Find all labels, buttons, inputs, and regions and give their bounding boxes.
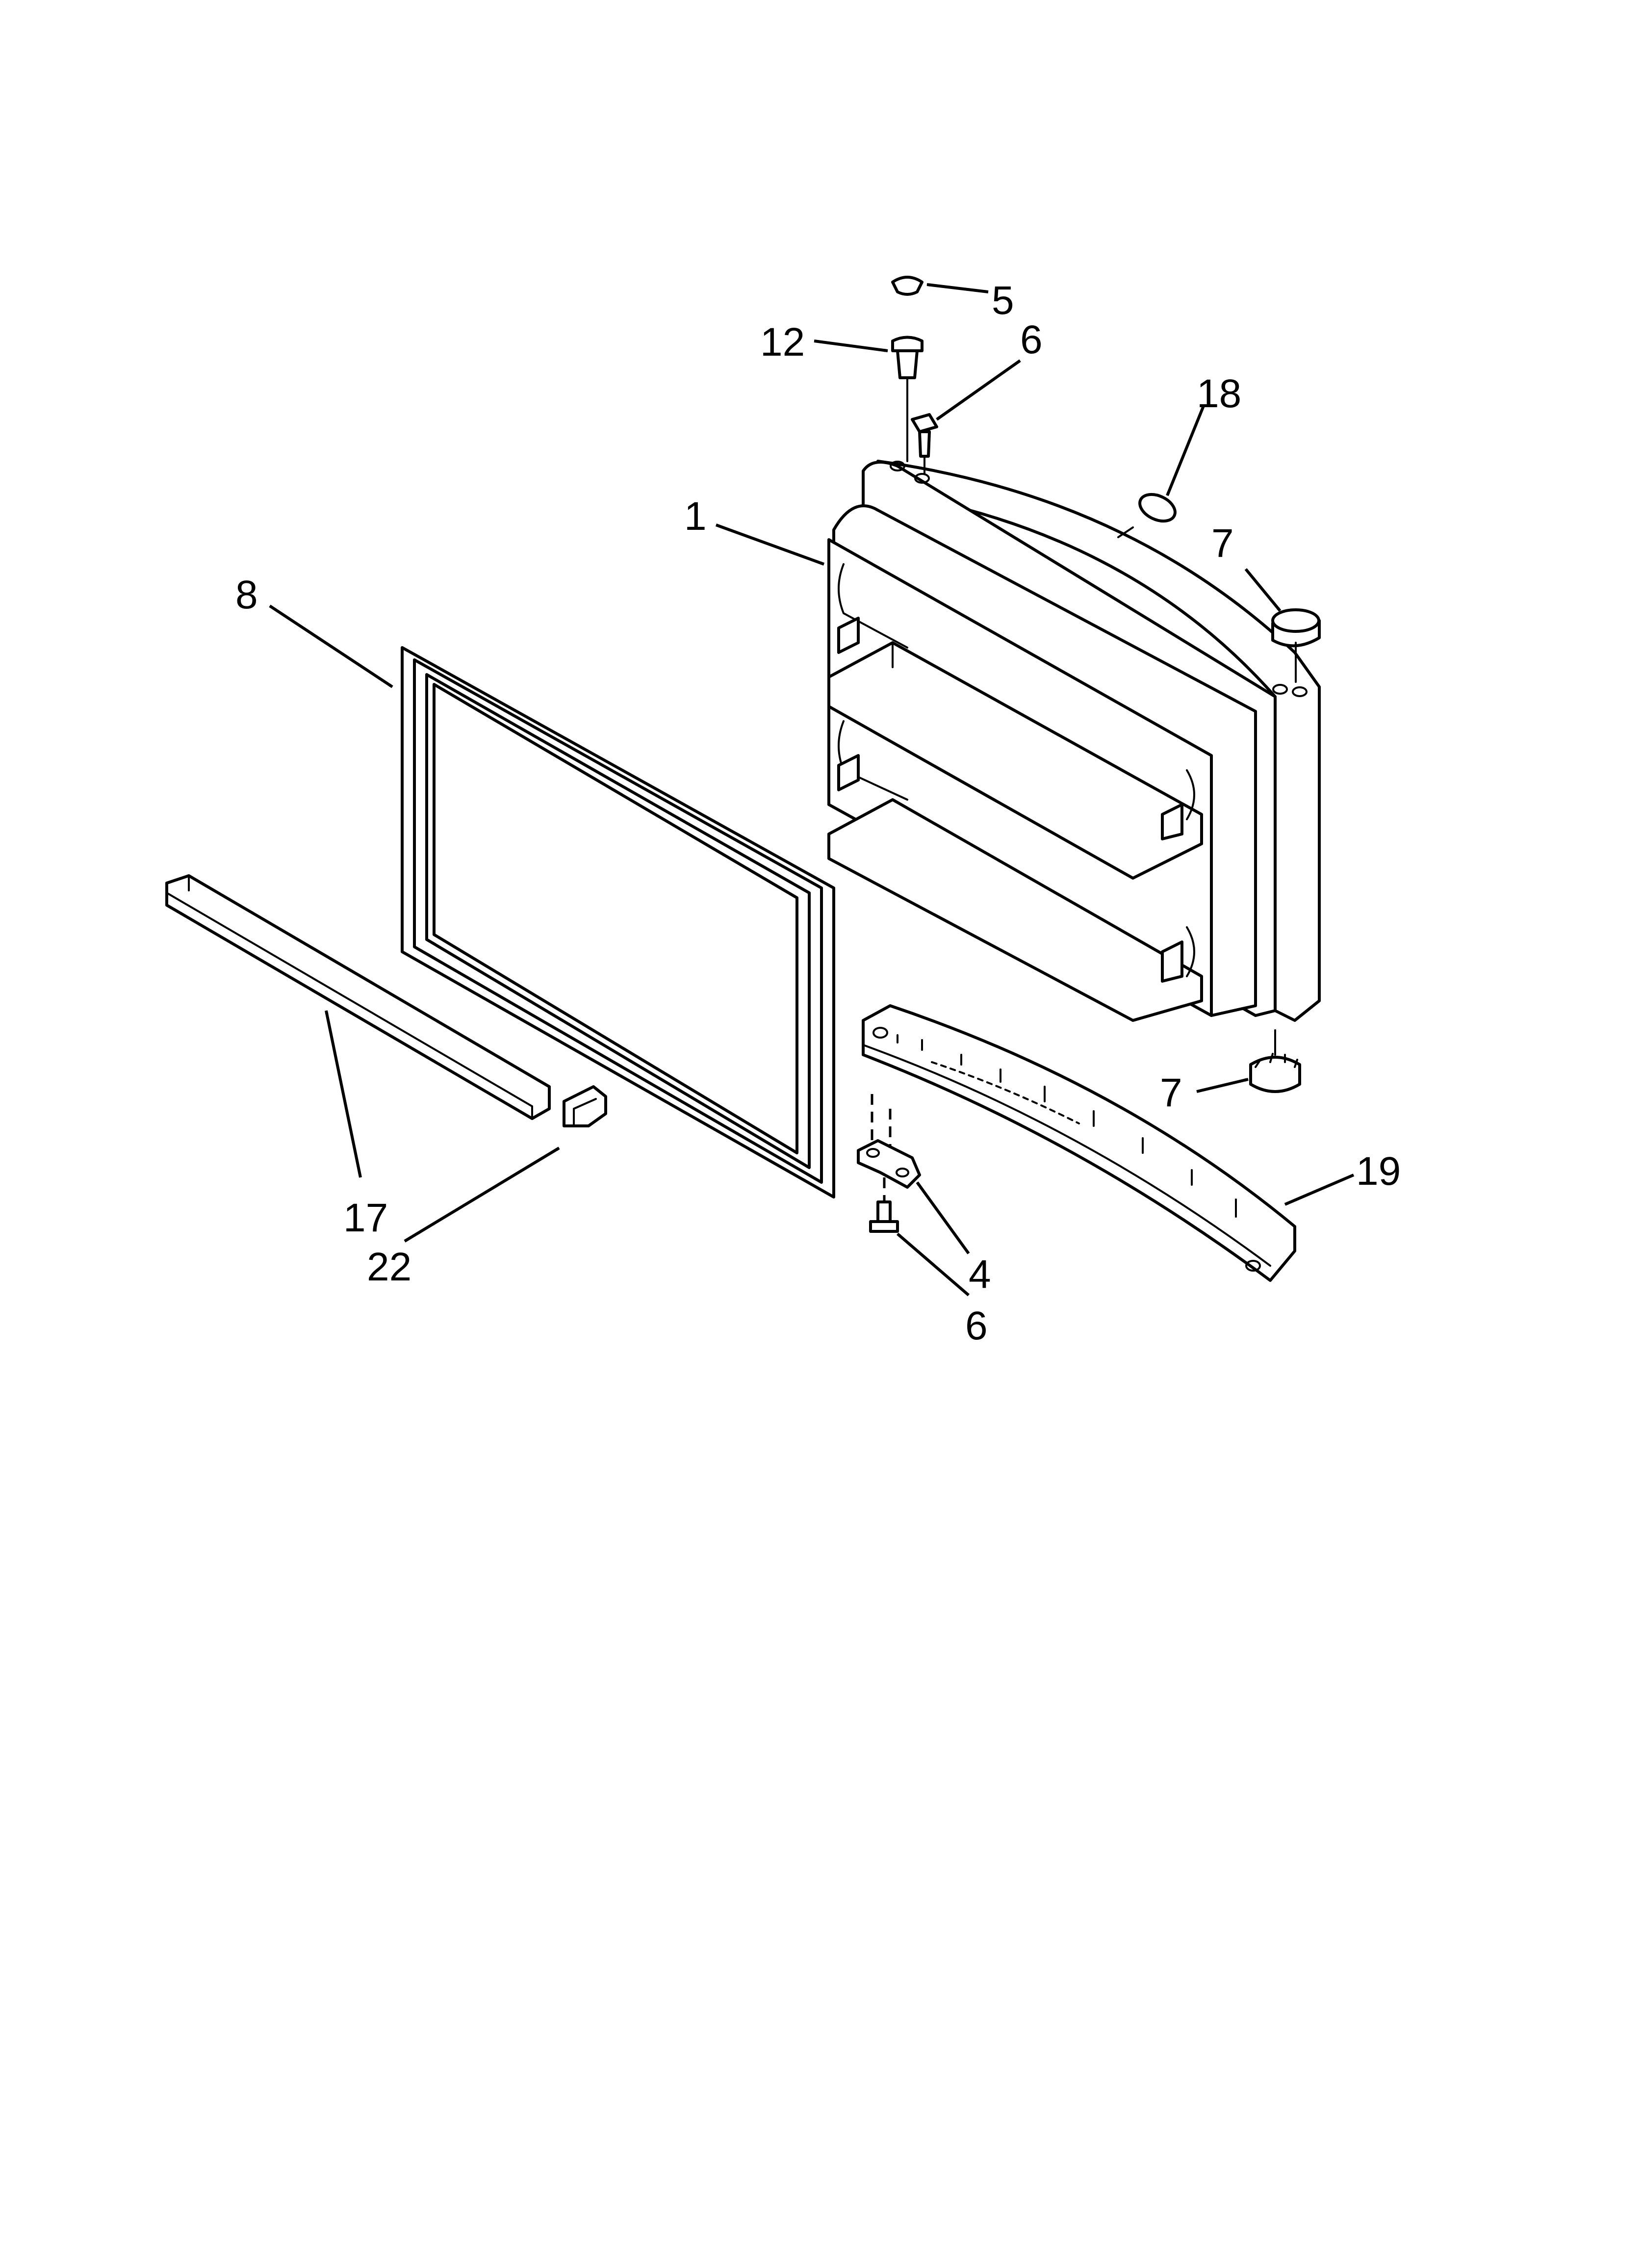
- callout-6-top: 6: [1020, 317, 1043, 362]
- hinge-cap: [891, 276, 924, 296]
- hinge-cover-bottom: [1249, 1029, 1301, 1093]
- hinge-cover-top: [1271, 608, 1321, 683]
- screw-bottom: [869, 1177, 899, 1233]
- callout-5: 5: [992, 278, 1014, 323]
- handle-end-cap: [563, 1085, 607, 1127]
- callout-4: 4: [969, 1252, 991, 1297]
- door-gasket: [401, 646, 835, 1199]
- callout-8: 8: [235, 573, 258, 617]
- callout-12: 12: [760, 320, 805, 365]
- callout-22: 22: [367, 1245, 411, 1289]
- callout-6-bottom: 6: [965, 1303, 988, 1348]
- callouts: 5 12 6 18 1 7 8 7 19 4 6 17 22: [235, 278, 1401, 1348]
- hinge-pin: [891, 336, 924, 462]
- callout-7-bottom: 7: [1160, 1070, 1182, 1115]
- screw-top: [911, 413, 938, 474]
- callout-17: 17: [343, 1196, 388, 1240]
- leader-lines: [269, 283, 1355, 1297]
- callout-1: 1: [684, 494, 707, 539]
- lower-hinge: [857, 1094, 921, 1189]
- callout-7-top: 7: [1211, 521, 1234, 566]
- trim-ring: [1117, 493, 1177, 538]
- callout-18: 18: [1197, 371, 1241, 416]
- handle-trim: [165, 874, 551, 1120]
- freezer-door: [827, 460, 1321, 1022]
- bottom-door-trim: [862, 1004, 1296, 1282]
- callout-19: 19: [1356, 1149, 1401, 1194]
